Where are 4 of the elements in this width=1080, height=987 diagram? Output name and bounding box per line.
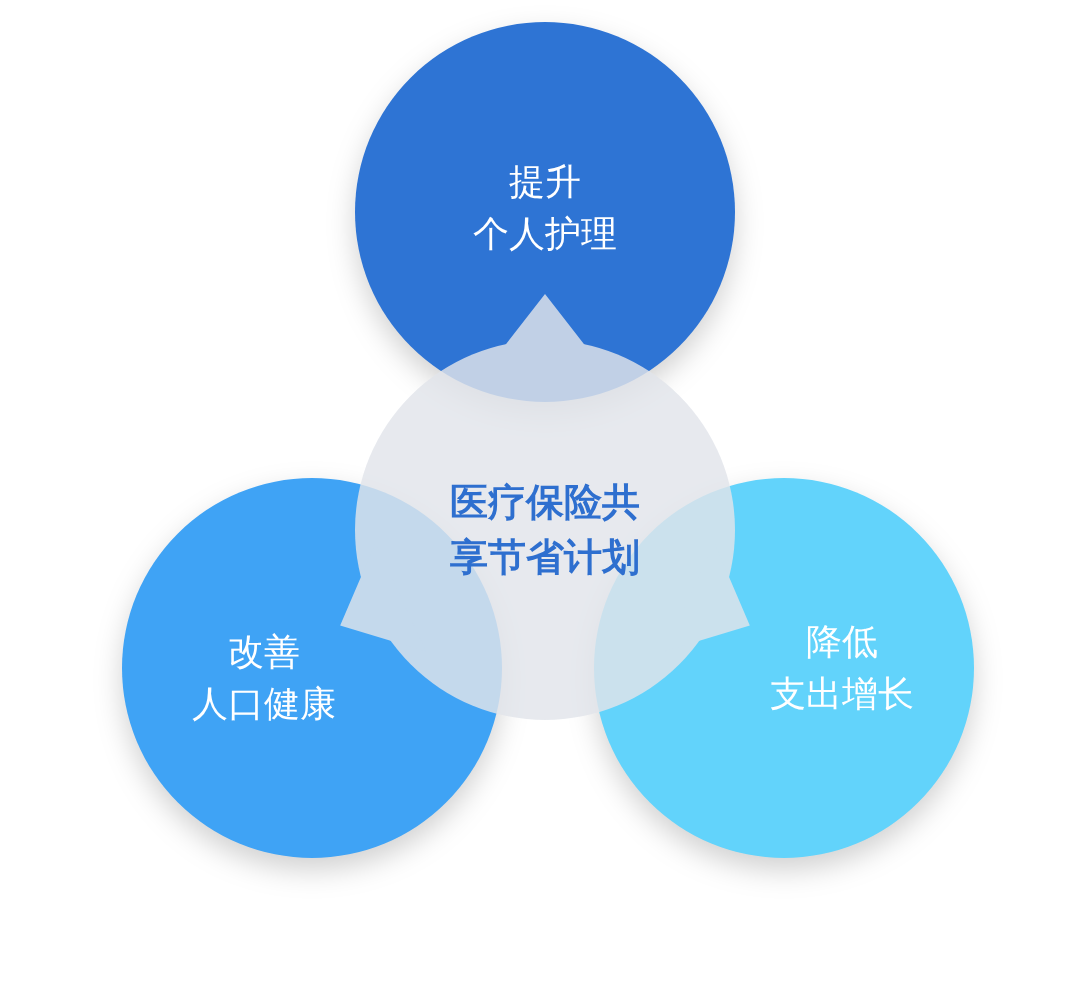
theme-label: 降低支出增长 [770,620,914,717]
hub-title: 医疗保险共享节省计划 [450,479,640,582]
theme-label: 提升个人护理 [473,160,617,257]
theme-label: 改善人口健康 [192,630,336,727]
